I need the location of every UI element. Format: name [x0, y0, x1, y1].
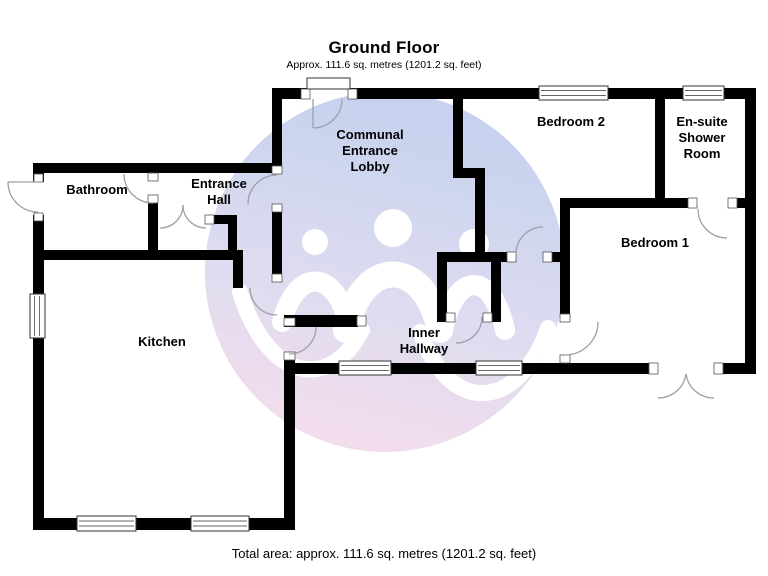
- window-kitchen-left: [29, 293, 46, 339]
- room-label-communal-entrance-lobby: Communal Entrance Lobby: [336, 127, 404, 174]
- room-label-bedroom-1: Bedroom 1: [621, 235, 689, 250]
- room-label-inner-hallway: Inner Hallway: [399, 325, 449, 356]
- room-label-kitchen: Kitchen: [138, 334, 186, 349]
- window-hallway-2: [475, 360, 523, 376]
- window-hallway-1: [338, 360, 392, 376]
- page-title: Ground Floor: [328, 38, 440, 57]
- window-ensuite: [682, 85, 725, 101]
- windows: [29, 85, 725, 532]
- window-bedroom2: [538, 85, 609, 101]
- room-label-bathroom: Bathroom: [66, 182, 128, 197]
- page-subtitle: Approx. 111.6 sq. metres (1201.2 sq. fee…: [286, 59, 482, 71]
- room-label-bedroom-2: Bedroom 2: [537, 114, 605, 129]
- window-kitchen-1: [76, 515, 137, 532]
- door-swings: [7, 77, 728, 399]
- room-label-entrance-hall: Entrance Hall: [191, 176, 247, 207]
- door-jambs: [33, 88, 738, 375]
- window-kitchen-2: [190, 515, 250, 532]
- total-area-text: Total area: approx. 111.6 sq. metres (12…: [231, 546, 537, 561]
- room-label-ensuite-shower-room: En-suite Shower Room: [676, 114, 728, 161]
- walls: [33, 88, 756, 530]
